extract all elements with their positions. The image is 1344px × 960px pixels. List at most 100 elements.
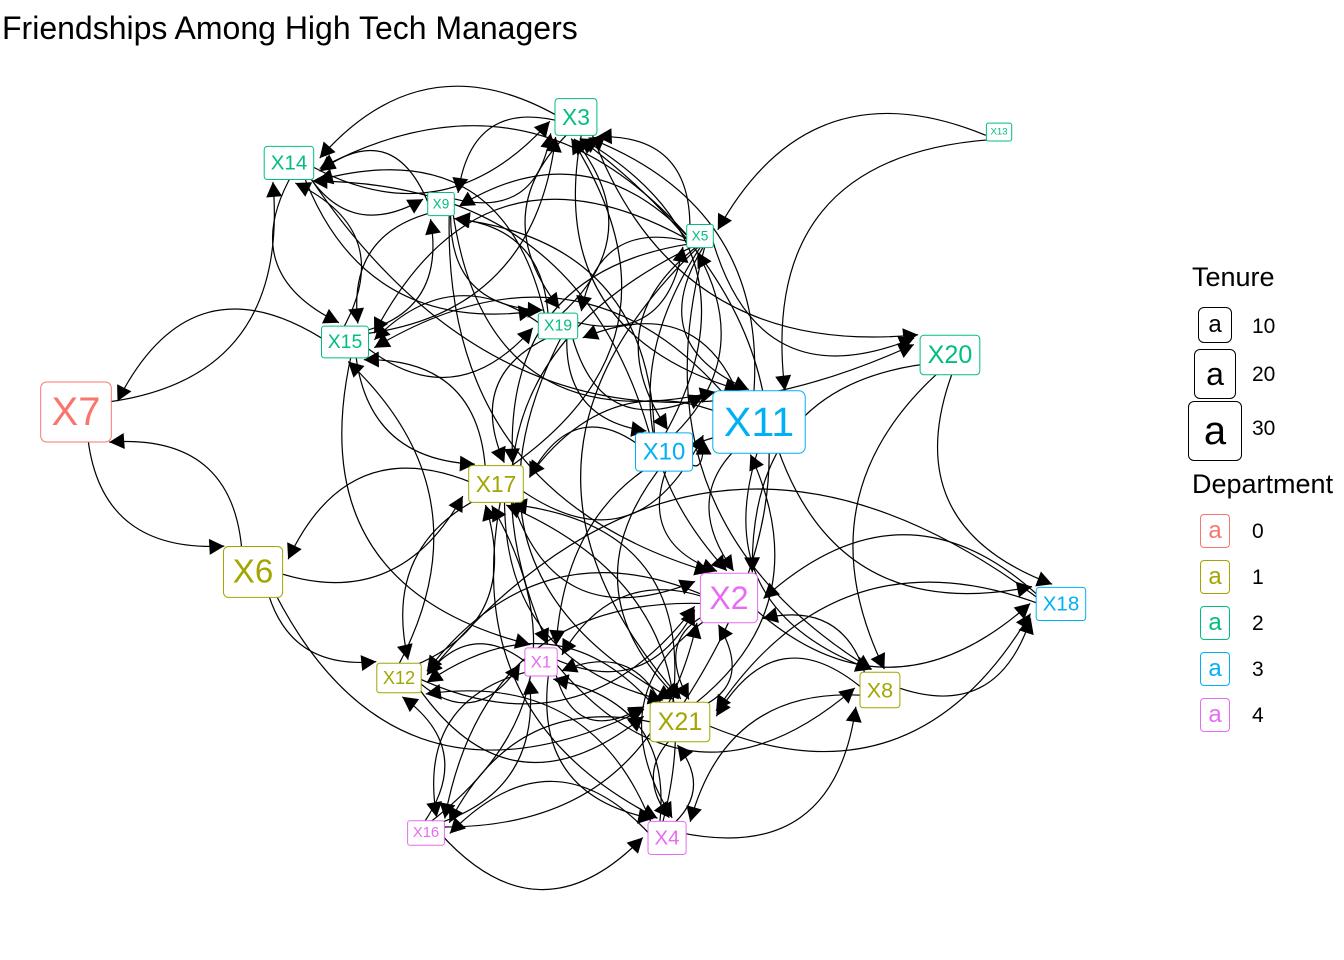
node-box [223, 546, 284, 598]
edge-X2-X1 [561, 589, 716, 656]
edge-X10-X21 [617, 461, 680, 700]
department-key-box: a [1200, 514, 1230, 548]
node-box [40, 381, 112, 443]
department-label: 3 [1252, 658, 1264, 681]
node-X4: X4 [647, 820, 687, 856]
edge-X11-X18 [770, 427, 1033, 595]
edge-X5-X1 [510, 244, 696, 645]
arrowhead-X17-X6 [287, 542, 302, 560]
arrowhead-X18-X21 [716, 693, 732, 711]
edge-X15-X9 [352, 218, 434, 335]
edge-X21-X17 [511, 503, 676, 715]
edge-X21-X12 [426, 643, 667, 721]
node-X8: X8 [859, 671, 901, 709]
arrowhead-X6-X21 [627, 708, 644, 724]
arrowhead-X14-X9 [406, 199, 424, 214]
arrowhead-X20-X8 [870, 652, 885, 670]
node-box [554, 98, 598, 136]
node-label: X12 [383, 668, 415, 688]
edge-X12-X2 [412, 605, 696, 705]
edge-X5-X11 [681, 245, 749, 391]
edge-X16-X4 [439, 832, 644, 891]
arrowhead-X4-X12 [425, 684, 442, 700]
node-box [468, 465, 524, 503]
edge-X14-X3 [302, 120, 551, 195]
edge-X13-X11 [781, 139, 991, 391]
node-X15: X15 [321, 325, 369, 359]
tenure-key-box: a [1198, 307, 1232, 343]
arrowhead-X8-X4 [686, 805, 702, 822]
node-X18: X18 [1035, 586, 1087, 622]
edge-X16-X2 [437, 622, 698, 828]
edge-X10-X3 [581, 137, 703, 443]
page-title: Friendships Among High Tech Managers [2, 10, 578, 46]
edge-X2-X18 [742, 597, 1031, 668]
node-box [859, 671, 901, 709]
edge-X1-X8 [554, 662, 856, 753]
arrowhead-X19-X21 [656, 685, 673, 700]
edges-layer [85, 85, 1053, 891]
edge-X3-X11 [574, 125, 741, 391]
arrowhead-X13-X5 [717, 212, 732, 230]
arrowhead-X14-X19 [517, 305, 534, 322]
arrowhead-X11-X2 [718, 554, 734, 571]
edge-X17-X6 [287, 467, 484, 560]
edge-X19-X17 [491, 334, 554, 463]
edge-X3-X20 [587, 122, 919, 338]
edge-X11-X3 [588, 137, 756, 414]
edge-X4-X1 [553, 678, 662, 830]
arrowhead-X7-X14 [266, 181, 283, 198]
node-label: X5 [692, 229, 709, 244]
edge-X12-X1 [412, 664, 521, 704]
node-box [985, 122, 1013, 142]
edge-X2-X12 [426, 572, 716, 672]
edge-X15-X1 [341, 350, 531, 646]
edge-X20-X18 [936, 363, 1053, 585]
edge-X13-X5 [717, 112, 987, 231]
arrowhead-X11-X15 [374, 333, 392, 348]
node-box [686, 224, 714, 249]
node-X13: X13 [985, 122, 1013, 142]
edge-X19-X9 [454, 217, 549, 319]
arrowhead-X19-X11 [686, 394, 704, 410]
edge-X19-X5 [569, 246, 684, 327]
node-X14: X14 [263, 145, 315, 180]
edge-X15-X7 [116, 308, 332, 402]
arrowhead-X21-X1 [561, 657, 579, 673]
arrowhead-X11-X19 [582, 324, 600, 340]
edge-X5-X8 [686, 245, 873, 670]
arrowhead-X21-X17 [511, 498, 528, 515]
node-X17: X17 [468, 465, 524, 503]
arrowhead-X17-X12 [397, 643, 413, 660]
edge-X8-X18 [892, 618, 1032, 697]
arrowhead-X12-X15 [348, 361, 365, 378]
node-label: X3 [562, 104, 590, 130]
arrowhead-X4-X8 [845, 706, 862, 723]
edge-X8-X21 [715, 657, 867, 717]
arrowhead-X3-X19 [544, 291, 560, 309]
arrowhead-X21-X18 [1015, 613, 1031, 631]
arrowhead-X15-X17 [459, 455, 475, 472]
arrowhead-X19-X10 [630, 421, 647, 437]
arrowhead-X7-X6 [208, 538, 225, 555]
arrowhead-X11-X1 [549, 629, 566, 646]
arrowhead-X1-X16 [426, 801, 442, 818]
edge-X19-X10 [566, 333, 647, 432]
node-X7: X7 [40, 381, 112, 443]
node-box [1035, 586, 1087, 622]
edge-X18-X12 [426, 488, 1048, 676]
edge-X8-X4 [689, 694, 869, 823]
tenure-key-box: a [1194, 349, 1236, 399]
legend-department-title: Department [1192, 469, 1334, 499]
edge-X15-X14 [295, 182, 363, 333]
edge-X4-X16 [449, 780, 654, 839]
edge-X19-X15 [373, 295, 545, 341]
node-X2: X2 [699, 572, 759, 624]
edge-X10-X17 [528, 426, 651, 478]
arrowhead-X11-X8 [853, 656, 871, 672]
node-label: X18 [1043, 593, 1079, 616]
node-X5: X5 [686, 224, 714, 249]
edge-X19-X14 [317, 169, 547, 321]
